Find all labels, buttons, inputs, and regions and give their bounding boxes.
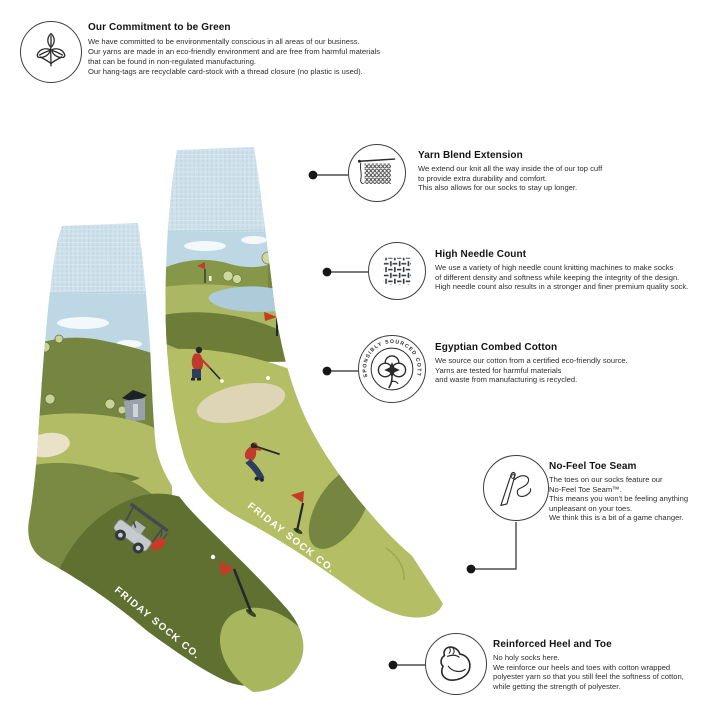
feature-callout-yarn-blend: Yarn Blend Extension We extend our knit … xyxy=(418,150,708,193)
commitment-line: that can be found in non-regulated manuf… xyxy=(88,57,257,66)
green-commitment-circle xyxy=(20,21,82,83)
golf-cart-graphic xyxy=(113,503,169,554)
feature-callout-cotton: Egyptian Combed Cotton We source our cot… xyxy=(435,342,715,385)
golfer-putting-graphic xyxy=(191,346,224,383)
flag-graphic-mid xyxy=(264,312,278,336)
cotton-badge-icon: RESPONSIBLY SOURCED COTTON xyxy=(359,336,421,391)
feature-title: Reinforced Heel and Toe xyxy=(493,639,612,650)
connector-yarn-blend xyxy=(308,170,348,180)
commitment-title: Our Commitment to be Green xyxy=(88,22,231,33)
feature-line: No-Feel Toe Seam™. xyxy=(549,484,622,494)
feature-line: and waste from manufacturing is recycled… xyxy=(435,375,578,385)
flag-graphic-toe xyxy=(378,483,410,530)
feature-line: We use a variety of high needle count kn… xyxy=(435,263,674,272)
commitment-line: We have committed to be environmentally … xyxy=(88,37,360,46)
feature-line: Yarns are tested for harmful materials xyxy=(435,365,562,375)
commitment-line: Our hang-tags are recyclable card-stock … xyxy=(88,67,363,76)
commitment-line: Our yarns are made in an eco-friendly en… xyxy=(88,47,381,56)
golfer-swinging-graphic xyxy=(244,442,280,482)
feature-line: We extend our knit all the way inside th… xyxy=(418,164,603,173)
connector-toe-seam xyxy=(466,522,517,574)
feature-line: This also allows for our socks to stay u… xyxy=(418,183,578,193)
feature-line: polyester yarn so that you still feel th… xyxy=(493,672,684,682)
feature-line: to provide extra durability and comfort. xyxy=(418,173,548,183)
feature-line: while getting the strength of polyester. xyxy=(493,681,621,691)
connector-needle-count xyxy=(322,267,368,277)
feature-title: Egyptian Combed Cotton xyxy=(435,342,558,353)
mini-flag-and-golfer xyxy=(197,262,212,283)
yarn-blend-circle xyxy=(348,144,406,202)
feature-line: No holy socks here. xyxy=(493,653,560,662)
connector-cotton xyxy=(322,366,358,376)
trees-left xyxy=(31,334,127,415)
feature-title: High Needle Count xyxy=(435,249,527,260)
bicep-icon xyxy=(440,646,471,681)
flag-graphic-foot xyxy=(291,491,305,535)
yarn-knit-icon xyxy=(357,158,396,184)
feature-line: unpleasant on your toes. xyxy=(549,503,633,513)
feature-line: We source our cotton from a certified ec… xyxy=(435,356,628,365)
feature-callout-heel-toe: Reinforced Heel and Toe No holy socks he… xyxy=(493,639,718,691)
feature-line: We reinforce our heels and toes with cot… xyxy=(493,662,671,672)
heel-toe-circle xyxy=(425,633,487,695)
feature-title: Yarn Blend Extension xyxy=(418,150,523,161)
feature-line: We think this is a bit of a game changer… xyxy=(549,513,684,523)
cotton-badge-circle: RESPONSIBLY SOURCED COTTON xyxy=(358,335,426,403)
callout-connectors xyxy=(308,170,517,670)
trees-right xyxy=(222,270,242,284)
toe-seam-needle-icon xyxy=(500,471,532,506)
leaves-icon xyxy=(36,32,66,67)
feature-line: This means you won't be feeling anything xyxy=(549,494,689,504)
feature-line: High needle count also results in a stro… xyxy=(435,282,689,292)
flag-graphic-left-foot xyxy=(210,554,257,617)
feature-line: The toes on our socks feature our xyxy=(549,475,663,484)
feature-callout-toe-seam: No-Feel Toe Seam The toes on our socks f… xyxy=(549,461,717,523)
green-commitment-callout: Our Commitment to be Green We have commi… xyxy=(88,22,418,77)
feature-line: of different density and softness while … xyxy=(435,272,680,282)
needle-count-circle xyxy=(368,242,426,300)
connector-heel-toe xyxy=(388,660,425,670)
feature-callout-needle-count: High Needle Count We use a variety of hi… xyxy=(435,249,720,292)
shed-graphic xyxy=(122,390,147,422)
toe-seam-circle xyxy=(483,455,549,521)
needle-count-icon xyxy=(383,257,411,285)
feature-title: No-Feel Toe Seam xyxy=(549,461,637,472)
